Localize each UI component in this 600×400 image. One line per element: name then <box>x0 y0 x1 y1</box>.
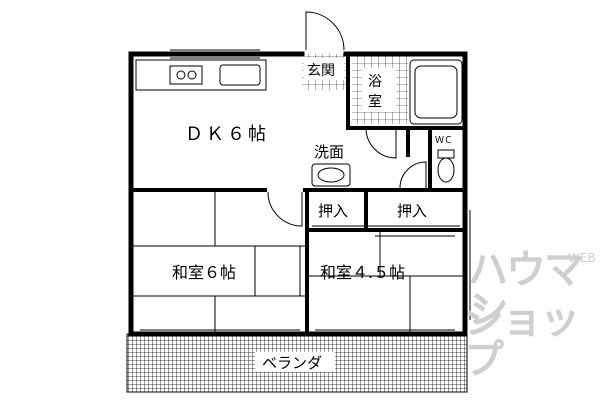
entrance-label: 玄関 <box>307 62 335 79</box>
washbasin <box>311 163 351 187</box>
dk-label: ＤＫ６帖 <box>185 124 269 145</box>
closet-right-label: 押入 <box>397 202 427 220</box>
bathtub <box>409 59 463 125</box>
wc-label: ＷＣ <box>435 136 453 146</box>
kitchen-counter <box>135 59 267 91</box>
bath-label-top: 浴 <box>368 74 382 90</box>
washitsu-6-label: 和室６帖 <box>172 263 236 282</box>
sink <box>219 64 261 86</box>
bath-label-box <box>362 68 396 112</box>
veranda-label: ベランダ <box>262 354 322 372</box>
washitsu-45-label: 和室４.５帖 <box>320 263 405 282</box>
bath-label-bottom: 室 <box>368 93 382 110</box>
veranda-label-box <box>255 352 335 372</box>
washroom-label: 洗面 <box>314 143 344 161</box>
interior-walls <box>129 52 467 336</box>
closet-left-label: 押入 <box>318 202 348 220</box>
stove <box>169 65 203 85</box>
toilet <box>437 149 455 183</box>
thin-lines <box>133 49 471 332</box>
outer-walls <box>128 51 468 337</box>
door-swings <box>267 11 427 227</box>
entrance-label-box <box>304 58 344 80</box>
